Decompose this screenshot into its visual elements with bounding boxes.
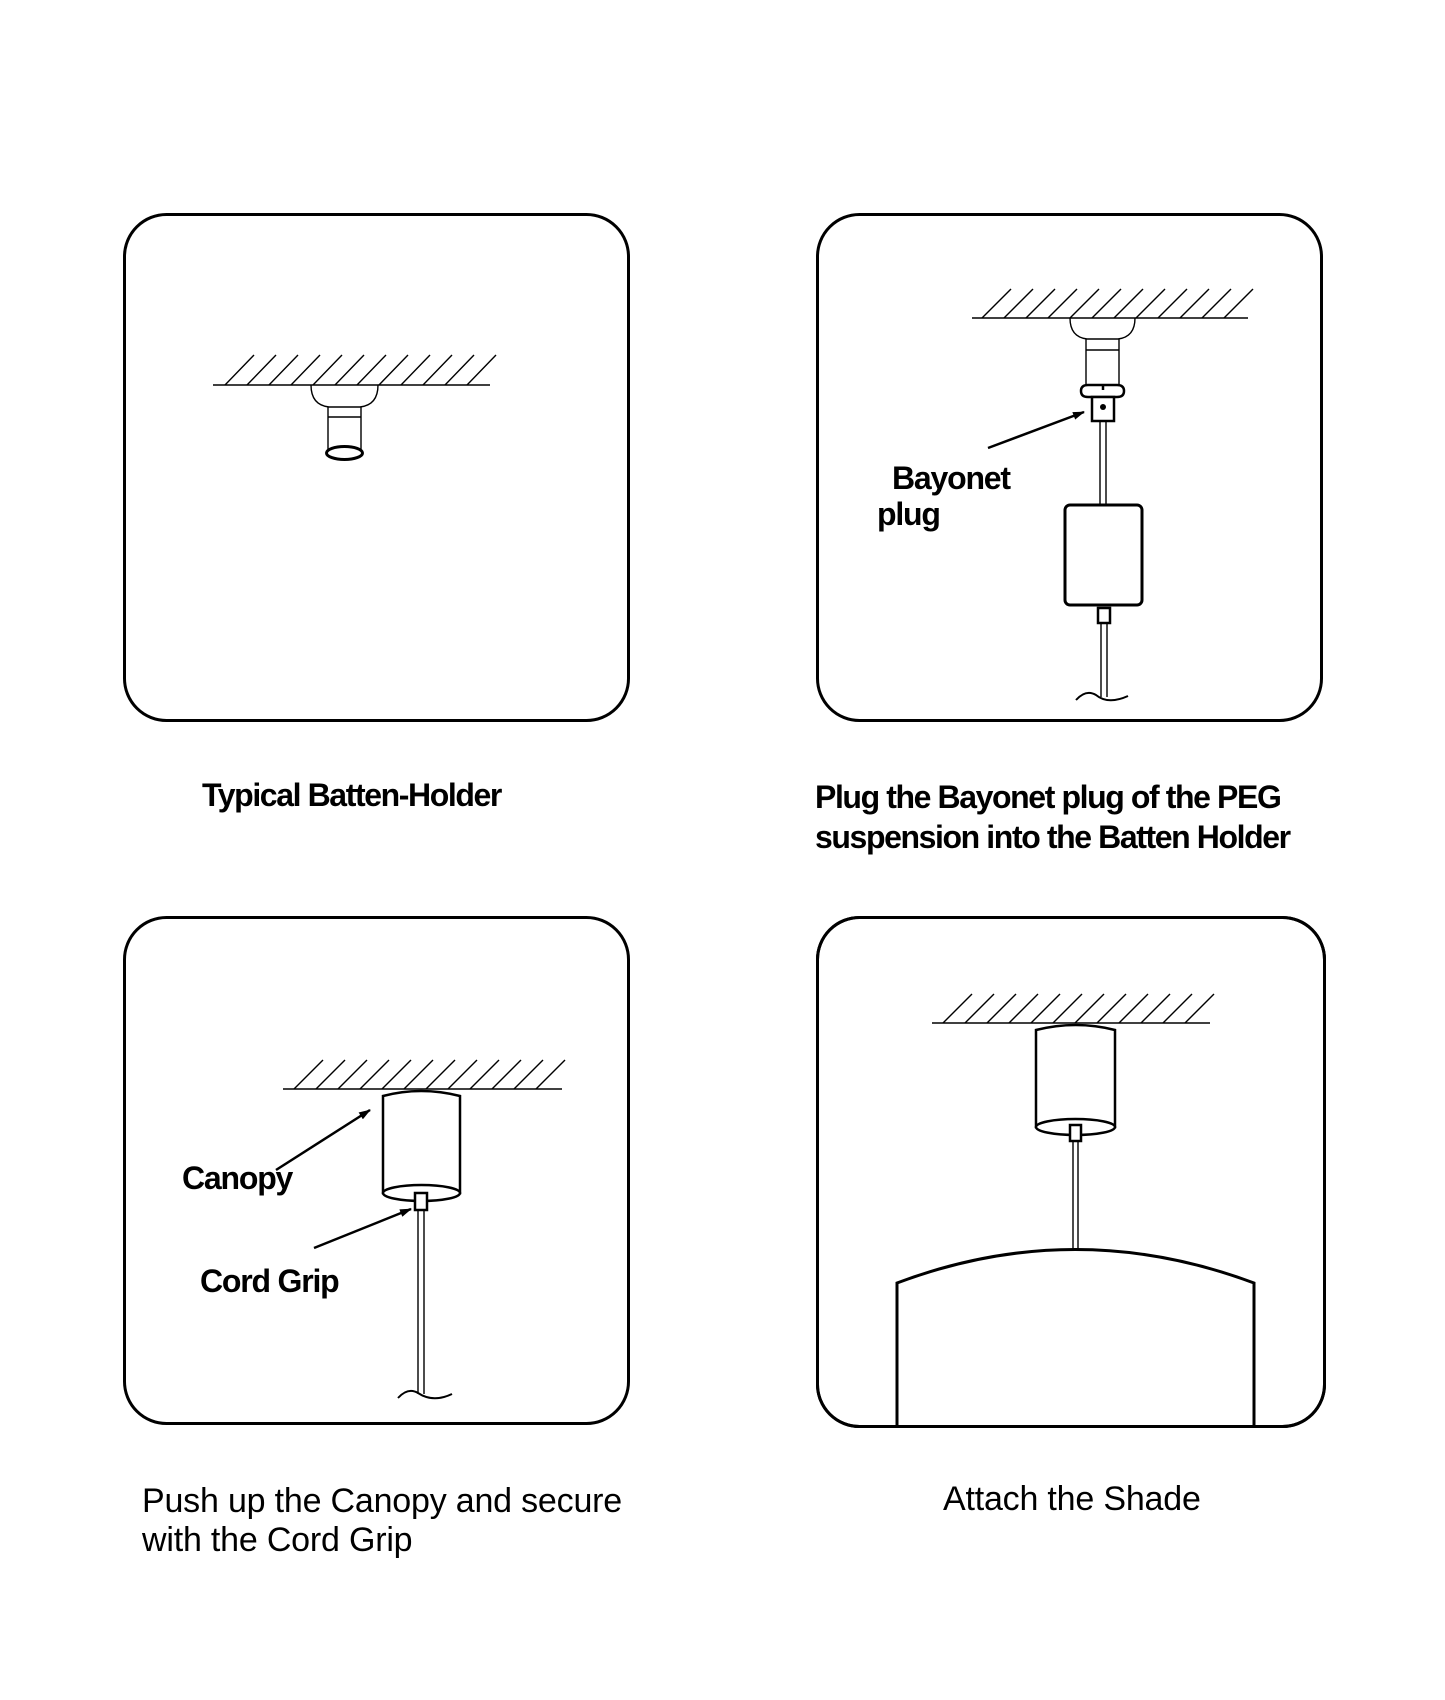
step-2-illustration bbox=[816, 213, 1323, 722]
batten-holder-icon bbox=[1069, 317, 1136, 385]
step-4-caption: Attach the Shade bbox=[943, 1480, 1201, 1519]
caption-line: Push up the Canopy and secure bbox=[142, 1482, 622, 1520]
canopy-icon bbox=[381, 1089, 462, 1203]
canopy-label: Canopy bbox=[182, 1160, 293, 1196]
lamp-shade-icon bbox=[895, 1248, 1256, 1427]
callout-line: Canopy bbox=[182, 1160, 293, 1196]
ceiling-hatch-icon bbox=[932, 993, 1215, 1024]
callout-line: Bayonet bbox=[892, 460, 1011, 496]
panel-frame bbox=[123, 916, 630, 1425]
ceiling-hatch-icon bbox=[213, 354, 497, 386]
caption-line: with the Cord Grip bbox=[142, 1521, 413, 1559]
step-1-illustration bbox=[123, 213, 630, 722]
bayonet-plug-icon bbox=[1079, 383, 1126, 423]
step-1-caption: Typical Batten-Holder bbox=[202, 775, 502, 815]
callout-line: plug bbox=[877, 496, 941, 532]
cable-icon bbox=[1075, 623, 1129, 702]
cord-grip-icon bbox=[1096, 606, 1112, 625]
step-4-panel bbox=[816, 916, 1326, 1428]
cable-icon bbox=[1099, 421, 1107, 505]
canopy-icon bbox=[1063, 503, 1144, 607]
caption-line: suspension into the Batten Holder bbox=[815, 819, 1291, 855]
step-2-panel: Bayonet plug bbox=[816, 213, 1323, 722]
step-4-illustration bbox=[816, 916, 1326, 1428]
cord-grip-icon bbox=[413, 1191, 429, 1212]
canopy-icon bbox=[1034, 1023, 1117, 1137]
step-3-illustration bbox=[123, 916, 630, 1425]
step-3-panel: Canopy Cord Grip bbox=[123, 916, 630, 1425]
callout-line: Cord Grip bbox=[200, 1263, 340, 1299]
step-3-caption: Push up the Canopy and secure with the C… bbox=[142, 1482, 622, 1560]
caption-line: Plug the Bayonet plug of the PEG bbox=[815, 779, 1282, 815]
cord-grip-leader-arrow-icon bbox=[313, 1207, 412, 1250]
batten-holder-icon bbox=[310, 384, 379, 461]
step-2-caption: Plug the Bayonet plug of the PEG suspens… bbox=[815, 777, 1291, 857]
bayonet-plug-label: Bayonet bbox=[892, 460, 1011, 496]
cable-icon bbox=[1072, 1141, 1079, 1249]
cord-grip-label: Cord Grip bbox=[200, 1263, 340, 1299]
ceiling-hatch-icon bbox=[283, 1059, 566, 1090]
step-1-panel bbox=[123, 213, 630, 722]
canopy-leader-arrow-icon bbox=[275, 1108, 371, 1172]
panel-frame bbox=[123, 213, 630, 722]
leader-arrow-icon bbox=[987, 410, 1085, 450]
caption-line: Attach the Shade bbox=[943, 1480, 1201, 1518]
ceiling-hatch-icon bbox=[972, 288, 1254, 319]
cable-icon bbox=[397, 1210, 453, 1400]
panel-frame bbox=[816, 213, 1323, 722]
caption-line: Typical Batten-Holder bbox=[202, 777, 502, 813]
bayonet-plug-label-line-2: plug bbox=[877, 496, 941, 532]
cord-grip-icon bbox=[1068, 1123, 1083, 1143]
